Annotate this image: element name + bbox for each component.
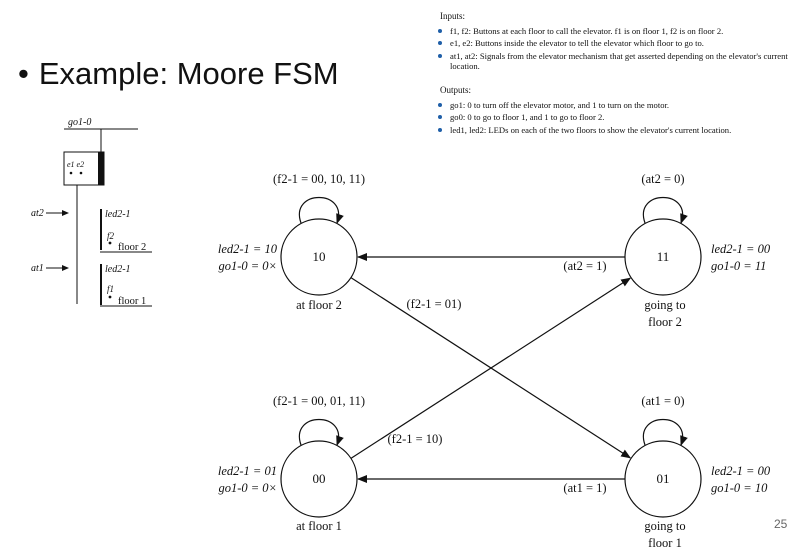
at2-arrowhead [62, 210, 69, 216]
state-10-code: 10 [313, 249, 326, 264]
state-11-code: 11 [657, 249, 670, 264]
led-floor1-label: led2-1 [105, 264, 131, 275]
title-bullet: • [18, 56, 29, 91]
transition-s01-to-s00-label: (at1 = 1) [563, 481, 606, 495]
transition-s11-to-s10-label: (at2 = 1) [563, 259, 606, 273]
state-00-led-output: led2-1 = 01 [218, 464, 277, 478]
state-01-code: 01 [657, 471, 670, 486]
state-10-self-loop [298, 196, 344, 224]
state-00-code: 00 [313, 471, 326, 486]
state-11-go-output: go1-0 = 11 [711, 259, 766, 273]
car-button-e1 [69, 171, 73, 175]
led-floor1 [100, 264, 102, 305]
slide-title: • Example: Moore FSM [18, 56, 339, 92]
state-00-self-loop-label: (f2-1 = 00, 01, 11) [273, 394, 365, 408]
inputs-heading: Inputs: [440, 11, 466, 21]
page-number: 25 [774, 517, 788, 531]
input-item-e: e1, e2: Buttons inside the elevator to t… [438, 38, 792, 49]
state-10-led-output: led2-1 = 10 [218, 242, 278, 256]
led-floor2 [100, 209, 102, 250]
floor1-label: floor 1 [118, 296, 146, 307]
led-floor2-label: led2-1 [105, 209, 131, 220]
at1-arrowhead [62, 265, 69, 271]
state-01-self-loop [642, 418, 688, 446]
state-11-self-loop-label: (at2 = 0) [641, 172, 684, 186]
state-10-go-output: go1-0 = 0× [218, 259, 277, 273]
output-item-led: led1, led2: LEDs on each of the two floo… [438, 125, 792, 136]
state-01-go-output: go1-0 = 10 [711, 481, 768, 495]
state-10-description-0: at floor 2 [296, 298, 342, 312]
state-00-self-loop [298, 418, 344, 446]
state-11-description-0: going to [644, 298, 685, 312]
transition-s10-to-s01-label: (f2-1 = 01) [407, 297, 462, 311]
state-00-description-0: at floor 1 [296, 519, 342, 533]
elevator-door [98, 152, 104, 185]
f2-button-label: f2 [107, 231, 115, 241]
inputs-list: f1, f2: Buttons at each floor to call th… [432, 26, 792, 72]
state-00-go-output: go1-0 = 0× [218, 481, 277, 495]
transition-s00-to-s11-label: (f2-1 = 10) [388, 432, 443, 446]
elevator-sketch: go1-0 e1 e2 at2 at1 led2-1 f2 floor 2 le… [31, 117, 152, 307]
output-item-go1: go1: 0 to turn off the elevator motor, a… [438, 100, 792, 111]
f1-button [108, 295, 112, 299]
car-button-labels: e1 e2 [67, 160, 84, 169]
state-01-description-0: going to [644, 519, 685, 533]
input-item-at: at1, at2: Signals from the elevator mech… [438, 51, 792, 72]
io-description: Inputs: f1, f2: Buttons at each floor to… [432, 11, 792, 137]
input-item-f: f1, f2: Buttons at each floor to call th… [438, 26, 792, 37]
at2-label: at2 [31, 208, 44, 219]
state-01-description-1: floor 1 [648, 536, 682, 550]
f1-button-label: f1 [107, 284, 114, 294]
outputs-heading: Outputs: [440, 84, 472, 95]
state-11-self-loop [642, 196, 688, 224]
transition-s00-to-s11 [350, 277, 632, 459]
slide-title-text: Example: Moore FSM [38, 56, 339, 91]
go-signal-label: go1-0 [68, 117, 91, 128]
state-01-led-output: led2-1 = 00 [711, 464, 771, 478]
state-11-led-output: led2-1 = 00 [711, 242, 771, 256]
state-01-self-loop-label: (at1 = 0) [641, 394, 684, 408]
at1-label: at1 [31, 263, 44, 274]
car-button-e2 [79, 171, 83, 175]
floor2-label: floor 2 [118, 242, 146, 253]
state-11-description-1: floor 2 [648, 315, 682, 329]
state-10-self-loop-label: (f2-1 = 00, 10, 11) [273, 172, 365, 186]
outputs-list: go1: 0 to turn off the elevator motor, a… [432, 100, 792, 136]
f2-button [108, 241, 112, 245]
elevator-car [63, 151, 105, 186]
output-item-go0: go0: 0 to go to floor 1, and 1 to go to … [438, 112, 792, 123]
